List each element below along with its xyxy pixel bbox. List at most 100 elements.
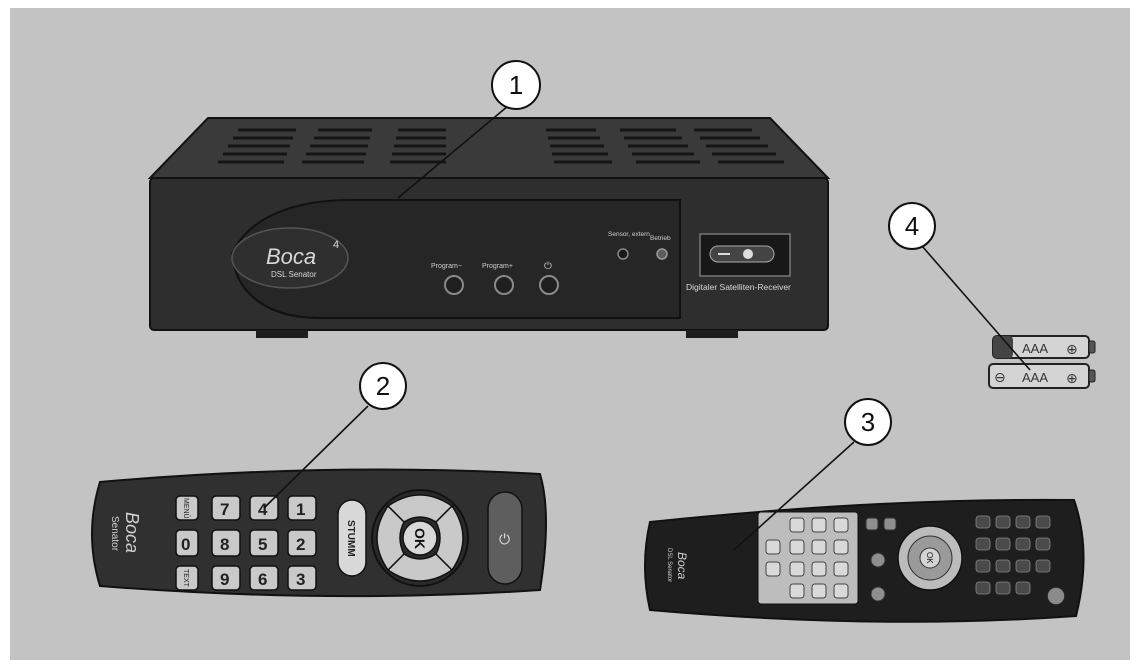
remote-small-function-key[interactable] xyxy=(1035,559,1051,573)
callout-1-label: 1 xyxy=(509,70,523,100)
remote-small-function-key[interactable] xyxy=(995,559,1011,573)
remote-small-digit-block xyxy=(757,511,859,605)
remote-large-key-text-label: TEXT xyxy=(182,569,189,588)
receiver-button-label-program-up: Program+ xyxy=(482,263,513,270)
remote-small-key[interactable] xyxy=(765,561,781,577)
receiver-display-knob xyxy=(743,249,753,259)
remote-large-key-5-label: 5 xyxy=(258,535,267,554)
receiver-button-label-program-down: Program− xyxy=(431,263,462,270)
remote-control-small: Boca DSL Senator xyxy=(644,498,1085,623)
callout-leaders xyxy=(263,105,1031,551)
remote-large-key-3-label: 3 xyxy=(296,570,305,589)
remote-large-ok-label: OK xyxy=(412,528,428,549)
receiver-power-button[interactable] xyxy=(539,275,559,295)
battery-bottom: ⊖ AAA ⊕ xyxy=(988,363,1096,389)
remote-small-key[interactable] xyxy=(765,539,781,555)
remote-small-key[interactable] xyxy=(811,561,827,577)
remote-small-function-key[interactable] xyxy=(1015,559,1031,573)
remote-small-function-key[interactable] xyxy=(975,559,991,573)
remote-large-key-7[interactable] xyxy=(211,495,241,521)
remote-small-key[interactable] xyxy=(789,539,805,555)
callout-1: 1 xyxy=(491,60,541,110)
receiver-brand-oval xyxy=(231,227,349,289)
callout-2: 2 xyxy=(359,362,407,410)
remote-small-key[interactable] xyxy=(789,583,805,599)
remote-small-key-b[interactable] xyxy=(883,517,897,531)
receiver-status-led xyxy=(656,248,668,260)
remote-large-key-6[interactable] xyxy=(249,565,279,591)
battery-bottom-plus: ⊕ xyxy=(1066,370,1078,386)
remote-small-key-d[interactable] xyxy=(870,586,886,602)
remote-small-function-key[interactable] xyxy=(995,581,1011,595)
remote-small-function-key[interactable] xyxy=(1035,515,1051,529)
remote-large-key-9[interactable] xyxy=(211,565,241,591)
callout-1-leader xyxy=(397,105,509,199)
remote-small-key-a[interactable] xyxy=(865,517,879,531)
remote-small-function-key[interactable] xyxy=(1015,515,1031,529)
receiver-led-label-sensor: Sensor, extern xyxy=(608,231,650,238)
remote-small-function-key[interactable] xyxy=(995,537,1011,551)
battery-top-type: AAA xyxy=(1022,341,1048,356)
remote-small-key[interactable] xyxy=(833,517,849,533)
receiver-program-down-button[interactable] xyxy=(444,275,464,295)
remote-large-mute-button[interactable] xyxy=(337,499,367,577)
remote-large-key-8[interactable] xyxy=(211,529,241,557)
remote-small-key[interactable] xyxy=(811,517,827,533)
remote-small-function-key[interactable] xyxy=(1015,537,1031,551)
receiver-foot-left xyxy=(256,330,308,338)
remote-small-key[interactable] xyxy=(833,583,849,599)
receiver-sensor-led xyxy=(617,248,629,260)
remote-small-ok-button[interactable] xyxy=(919,547,941,569)
remote-small-key[interactable] xyxy=(833,539,849,555)
remote-small-function-key[interactable] xyxy=(995,515,1011,529)
remote-small-brand: Boca xyxy=(675,552,689,580)
remote-small-function-key[interactable] xyxy=(1015,581,1031,595)
remote-small-key[interactable] xyxy=(811,583,827,599)
remote-large-key-1[interactable] xyxy=(287,495,317,521)
remote-large-key-7-label: 7 xyxy=(220,500,229,519)
remote-large-key-6-label: 6 xyxy=(258,570,267,589)
remote-large-key-text[interactable] xyxy=(175,565,199,591)
remote-large-body xyxy=(91,468,547,598)
remote-small-function-key[interactable] xyxy=(975,581,991,595)
remote-large-key-menu[interactable] xyxy=(175,495,199,521)
remote-large-key-5[interactable] xyxy=(249,529,279,557)
remote-large-power-symbol: ⏻ xyxy=(499,531,510,547)
remote-small-power-button[interactable] xyxy=(1046,586,1066,606)
remote-large-nav-left[interactable] xyxy=(376,504,405,572)
remote-small-key-c[interactable] xyxy=(870,552,886,568)
remote-large-ok-button[interactable] xyxy=(402,520,438,556)
callout-4: 4 xyxy=(888,202,936,250)
remote-large-key-0[interactable] xyxy=(175,529,199,557)
remote-small-key[interactable] xyxy=(789,517,805,533)
remote-small-function-key[interactable] xyxy=(975,537,991,551)
receiver-vents xyxy=(218,128,784,164)
remote-large-nav-right[interactable] xyxy=(435,504,464,572)
receiver-top-face xyxy=(147,117,831,179)
remote-small-function-key[interactable] xyxy=(975,515,991,529)
receiver-foot-right xyxy=(686,330,738,338)
remote-large-key-8-label: 8 xyxy=(220,535,229,554)
battery-bottom-minus: ⊖ xyxy=(994,369,1006,385)
remote-large-key-2[interactable] xyxy=(287,529,317,557)
callout-3: 3 xyxy=(844,398,892,446)
remote-large-key-menu-label: MENÜ xyxy=(182,498,190,519)
callout-4-leader xyxy=(921,245,1031,371)
remote-small-body xyxy=(644,498,1085,623)
remote-small-key[interactable] xyxy=(811,539,827,555)
callout-2-label: 2 xyxy=(376,371,390,401)
remote-small-key[interactable] xyxy=(833,561,849,577)
remote-large-key-9-label: 9 xyxy=(220,570,229,589)
remote-large-key-3[interactable] xyxy=(287,565,317,591)
receiver-program-up-button[interactable] xyxy=(494,275,514,295)
remote-small-function-key[interactable] xyxy=(1035,537,1051,551)
batteries: AAA ⊕ ⊖ AAA ⊕ xyxy=(988,335,1096,389)
receiver-display-label: Digitaler Satelliten-Receiver xyxy=(686,282,791,292)
remote-small-function-keys xyxy=(975,515,1051,595)
remote-small-key[interactable] xyxy=(789,561,805,577)
receiver-model: DSL Senator xyxy=(271,270,317,279)
battery-top: AAA ⊕ xyxy=(992,335,1096,359)
remote-small-digit-keys xyxy=(765,517,849,599)
remote-large-power-button[interactable] xyxy=(487,491,523,585)
remote-small-ok-label: OK xyxy=(925,552,934,564)
